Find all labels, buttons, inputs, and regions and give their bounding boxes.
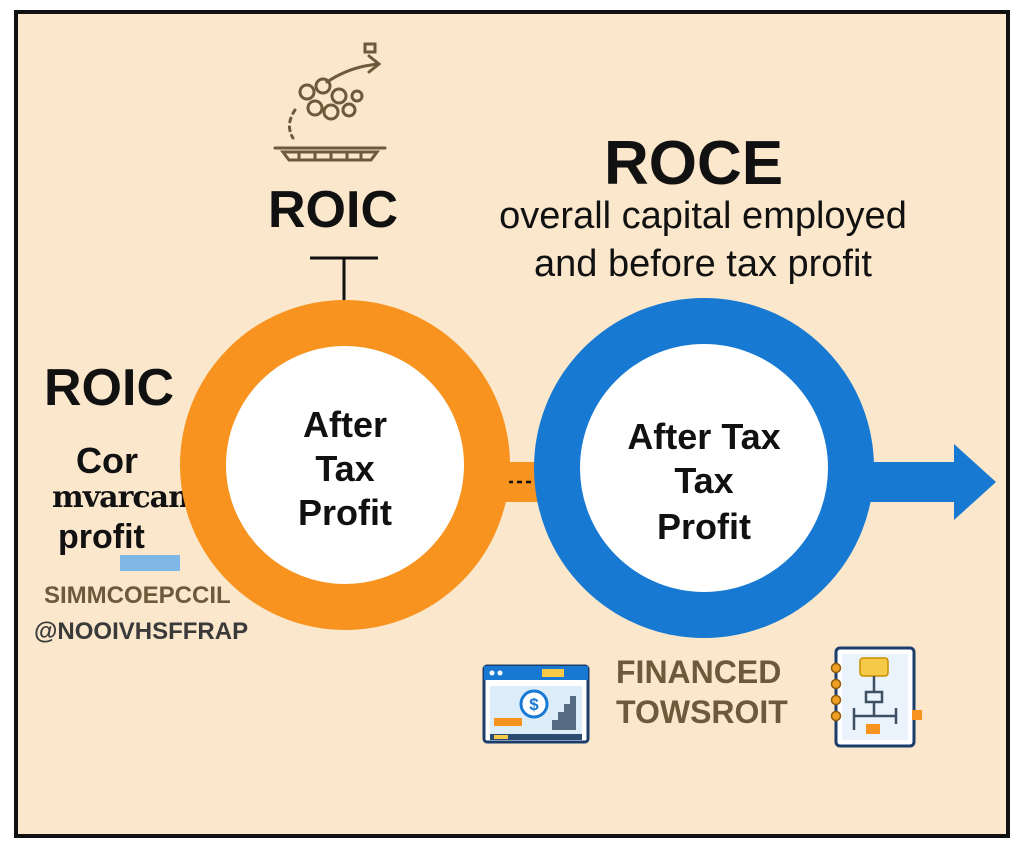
roic-left-line2: mvarcan	[52, 480, 190, 515]
orange-circle-line3: Profit	[298, 492, 392, 533]
blue-circle-line3: Profit	[657, 506, 751, 547]
roic-left-title: ROIC	[44, 359, 174, 417]
roce-subtitle-line2: and before tax profit	[534, 243, 872, 285]
bottom-label-line2: TOWSROIT	[616, 694, 788, 730]
roce-subtitle-line1: overall capital employed	[499, 195, 907, 237]
blue-circle-line2: Tax	[674, 460, 734, 501]
roic-top-title: ROIC	[268, 181, 398, 239]
roic-left-note1: SIMMCOEPCCIL	[44, 582, 231, 609]
orange-circle-line2: Tax	[315, 448, 375, 489]
dollar-chart-window-icon: $	[482, 664, 590, 744]
blue-highlight-bar	[120, 555, 180, 571]
roic-left-note2: @NOOIVHSFFRAP	[34, 618, 249, 645]
orange-circle-line1: After	[302, 404, 387, 445]
blue-circle-line1: After Tax	[627, 416, 781, 457]
roic-circle: After Tax Profit	[180, 300, 510, 630]
growth-coins-icon	[273, 42, 387, 162]
roic-left-line1: Cor	[76, 440, 138, 481]
roce-title: ROCE	[604, 129, 784, 198]
clipboard-flowchart-icon	[830, 646, 922, 748]
roic-left-line3: profit	[58, 518, 145, 556]
svg-text:$: $	[529, 695, 539, 714]
roce-circle: After Tax Tax Profit	[534, 298, 874, 638]
bottom-label-line1: FINANCED	[616, 654, 782, 690]
